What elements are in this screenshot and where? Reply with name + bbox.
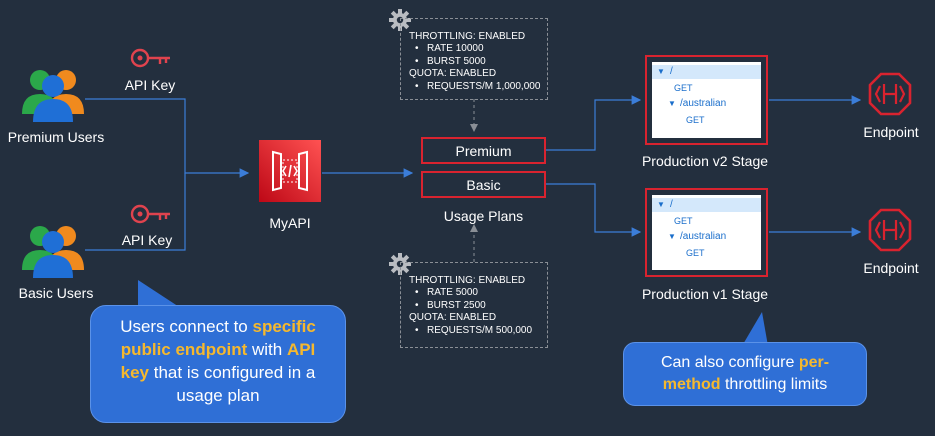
method-get[interactable]: GET	[686, 115, 705, 125]
production-v2-label: Production v2 Stage	[641, 153, 769, 169]
endpoint-label-bottom: Endpoint	[863, 260, 919, 276]
production-v1-stage: ▼ / GET ▼ /australian GET	[645, 188, 768, 277]
basic-plan-box: Basic	[421, 171, 546, 198]
method-get[interactable]: GET	[674, 83, 693, 93]
caret-down-icon: ▼	[657, 200, 665, 209]
rate-limit: RATE 10000	[409, 43, 541, 56]
api-key-label-top: API Key	[124, 77, 176, 93]
endpoint-label-top: Endpoint	[863, 124, 919, 140]
rate-limit: RATE 5000	[409, 287, 541, 300]
api-key-label-bottom: API Key	[121, 232, 173, 248]
burst-limit: BURST 5000	[409, 56, 541, 69]
resource-tree: ▼ / GET ▼ /australian GET	[652, 62, 761, 138]
requests-quota: REQUESTS/M 1,000,000	[409, 81, 541, 94]
burst-limit: BURST 2500	[409, 300, 541, 313]
resource-australian[interactable]: ▼ /australian	[668, 231, 727, 242]
usage-plans-label: Usage Plans	[443, 208, 524, 224]
caret-down-icon: ▼	[668, 99, 676, 108]
resource-root[interactable]: ▼ /	[652, 198, 761, 212]
method-get[interactable]: GET	[674, 216, 693, 226]
premium-users-label: Premium Users	[7, 129, 105, 145]
throttling-status: THROTTLING: ENABLED	[409, 275, 526, 286]
production-v2-stage: ▼ / GET ▼ /australian GET	[645, 55, 768, 145]
myapi-label: MyAPI	[269, 215, 311, 231]
quota-status: QUOTA: ENABLED	[409, 68, 497, 80]
endpoint-icon	[868, 208, 912, 252]
caret-down-icon: ▼	[657, 67, 665, 76]
resource-tree: ▼ / GET ▼ /australian GET	[652, 195, 761, 270]
quota-status: QUOTA: ENABLED	[409, 312, 497, 324]
basic-users-label: Basic Users	[18, 285, 94, 301]
premium-throttling-config: THROTTLING: ENABLED RATE 10000 BURST 500…	[400, 18, 548, 100]
method-get[interactable]: GET	[686, 248, 705, 258]
basic-users-icon	[22, 226, 84, 278]
callout-right: Can also configure per- method throttlin…	[623, 342, 867, 406]
throttling-status: THROTTLING: ENABLED	[409, 31, 526, 42]
key-icon	[130, 204, 170, 224]
resource-australian[interactable]: ▼ /australian	[668, 98, 727, 109]
caret-down-icon: ▼	[668, 232, 676, 241]
premium-users-icon	[22, 70, 84, 122]
endpoint-icon	[868, 72, 912, 116]
resource-root[interactable]: ▼ /	[652, 65, 761, 79]
api-gateway-icon	[259, 140, 321, 202]
callout-left: Users connect to specific public endpoin…	[90, 305, 346, 423]
requests-quota: REQUESTS/M 500,000	[409, 325, 541, 338]
production-v1-label: Production v1 Stage	[641, 286, 769, 302]
basic-throttling-config: THROTTLING: ENABLED RATE 5000 BURST 2500…	[400, 262, 548, 348]
callout-pointer	[742, 312, 768, 346]
premium-plan-box: Premium	[421, 137, 546, 164]
key-icon	[130, 48, 170, 68]
